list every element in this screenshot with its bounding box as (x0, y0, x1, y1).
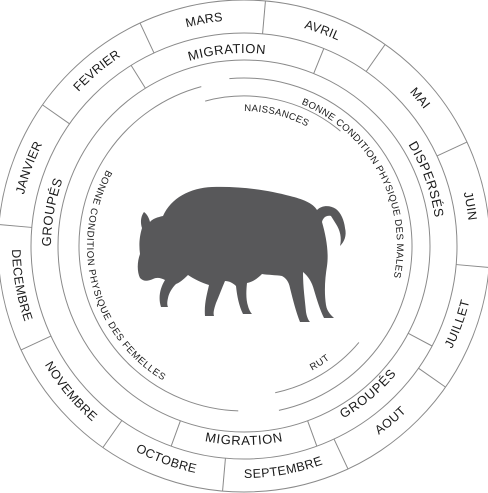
behaviour-divider (313, 48, 325, 74)
month-inner-ring (30, 32, 458, 460)
month-divider (365, 44, 386, 72)
month-label: AOUT (372, 404, 409, 438)
month-label: JUIN (460, 190, 479, 221)
month-label: NOVEMBRE (42, 359, 100, 424)
month-divider (333, 438, 349, 470)
month-label: FEVRIER (71, 47, 123, 94)
month-divider (418, 367, 446, 388)
behaviour-divider (307, 420, 318, 447)
bison-icon (137, 186, 346, 322)
behaviour-divider (130, 65, 146, 89)
behaviour-label: GROUPÉS (39, 176, 66, 247)
behaviour-label: MIGRATION (204, 430, 284, 449)
behaviour-divider (170, 420, 181, 447)
month-label: MARS (184, 10, 223, 30)
behaviour-divider (407, 332, 433, 347)
month-divider (436, 141, 468, 157)
month-label: JUILLET (442, 298, 472, 350)
month-divider (222, 458, 226, 492)
month-divider (20, 335, 52, 351)
month-divider (262, 0, 266, 34)
month-label: AVRIL (303, 18, 342, 44)
month-label: SEPTEMBRE (244, 454, 325, 481)
behaviour-inner-ring (57, 59, 431, 433)
female-condition-arc (78, 86, 239, 412)
month-divider (102, 420, 123, 448)
births-arc (205, 95, 341, 132)
month-divider (42, 104, 70, 125)
male-condition-arc (229, 77, 413, 411)
month-label: MAI (407, 85, 433, 112)
month-divider (456, 264, 488, 268)
rut-arc (275, 342, 360, 394)
month-divider (139, 22, 155, 54)
month-divider (0, 224, 32, 228)
rut-label: RUT (308, 352, 332, 373)
